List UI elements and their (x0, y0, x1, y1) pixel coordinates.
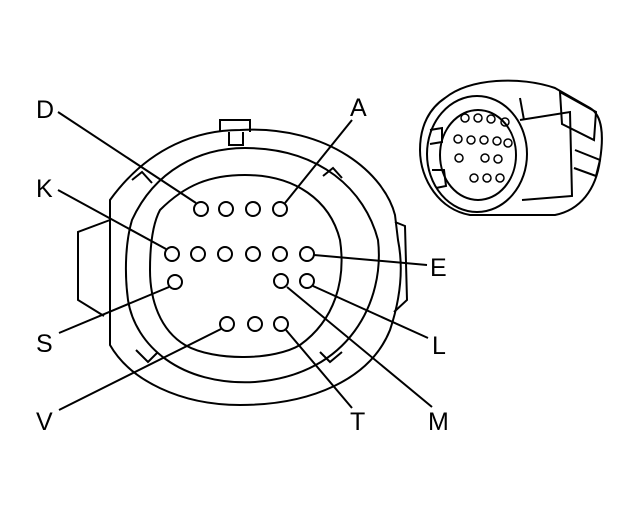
label-S: S (36, 330, 53, 358)
pin (218, 201, 234, 217)
perspective-tab (558, 90, 598, 142)
pin (460, 113, 470, 123)
notch-upper-right (322, 166, 343, 179)
perspective-notch (432, 169, 448, 189)
label-D: D (36, 96, 54, 124)
perspective-tab (573, 149, 602, 178)
connector-face (57, 111, 433, 411)
pin-insert (148, 173, 343, 358)
perspective-pins (453, 113, 513, 183)
label-V: V (36, 408, 53, 436)
pin (480, 153, 490, 163)
outer-shell (109, 128, 402, 407)
leader-E (313, 254, 428, 266)
perspective-edge (519, 97, 525, 121)
pin-L (299, 273, 315, 289)
pin-D (193, 201, 209, 217)
pin-labels: D A K E S L V T M (36, 94, 449, 436)
pin (486, 114, 496, 124)
label-K: K (36, 175, 53, 203)
left-ear (77, 219, 111, 317)
leader-T (285, 329, 353, 409)
pin (190, 246, 206, 262)
label-E: E (430, 254, 447, 282)
pin (492, 136, 502, 146)
leader-lines (57, 111, 433, 411)
perspective-notch (429, 126, 443, 145)
notch-lower-left (135, 349, 159, 364)
pin (482, 173, 492, 183)
pin (247, 316, 263, 332)
pin-T (273, 316, 289, 332)
pins (164, 201, 315, 332)
pin-K (164, 246, 180, 262)
pin (469, 173, 479, 183)
pin (503, 138, 513, 148)
pin-A (272, 201, 288, 217)
pin (479, 135, 489, 145)
pin (272, 246, 288, 262)
middle-ring (124, 146, 380, 384)
label-A: A (350, 94, 367, 122)
leader-M (286, 286, 433, 408)
pin-M (273, 273, 289, 289)
perspective-side (519, 110, 574, 201)
label-T: T (350, 408, 365, 436)
leader-A (284, 119, 353, 204)
pin (454, 153, 464, 163)
perspective-insert (439, 109, 517, 201)
pin (495, 173, 505, 183)
pin (217, 246, 233, 262)
pin (500, 117, 510, 127)
pin (473, 113, 483, 123)
top-latch-inner (228, 132, 244, 146)
leader-D (57, 111, 197, 204)
pin (453, 134, 463, 144)
leader-V (58, 328, 222, 411)
leader-K (57, 189, 167, 250)
notch-upper-left (131, 170, 153, 184)
connector-perspective (418, 79, 603, 216)
pin (245, 201, 261, 217)
notch-lower-right (319, 351, 343, 364)
label-M: M (428, 408, 449, 436)
top-latch (219, 119, 251, 132)
perspective-body (418, 79, 603, 216)
leader-S (58, 286, 170, 334)
pin-S (167, 274, 183, 290)
label-L: L (432, 332, 446, 360)
pin-V (219, 316, 235, 332)
pin (245, 246, 261, 262)
perspective-face (426, 95, 528, 213)
leader-L (312, 285, 429, 339)
pin-E (299, 246, 315, 262)
pin (493, 154, 503, 164)
pin (466, 135, 476, 145)
